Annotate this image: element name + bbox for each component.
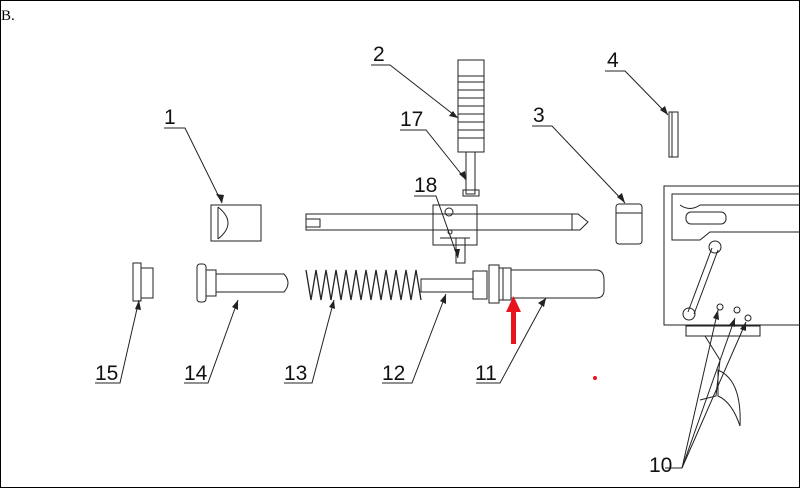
part-4-shape: [668, 111, 679, 158]
part-10-receiver: [663, 185, 800, 427]
part-12-rod: [420, 270, 488, 300]
red-dot-mark: [593, 376, 597, 380]
part-label-1: 1: [164, 106, 176, 129]
figure-corner-label: B.: [1, 8, 15, 24]
part-15-shape: [132, 262, 154, 302]
part-14-shape: [196, 263, 289, 303]
part-3-shape: [615, 203, 643, 245]
part-label-10: 10: [649, 454, 672, 477]
part-label-12: 12: [382, 362, 405, 385]
part-label-3: 3: [533, 104, 545, 127]
part-label-2: 2: [373, 43, 385, 66]
leader-arrowheads: [135, 106, 746, 331]
part-label-11: 11: [475, 362, 497, 385]
part-label-17: 17: [400, 108, 423, 131]
leader-lines: [95, 64, 747, 469]
part-label-13: 13: [284, 362, 307, 385]
part-11-bolt: [488, 264, 605, 304]
highlight-arrow: [506, 296, 597, 380]
part-13-spring: [305, 269, 422, 301]
part-label-4: 4: [607, 49, 619, 72]
part-18-shape: [305, 204, 589, 264]
part-label-15: 15: [95, 362, 118, 385]
part-1-shape: [210, 204, 262, 242]
part-label-14: 14: [184, 362, 208, 385]
part-label-18: 18: [414, 174, 437, 197]
part-2-shape: [457, 59, 485, 197]
